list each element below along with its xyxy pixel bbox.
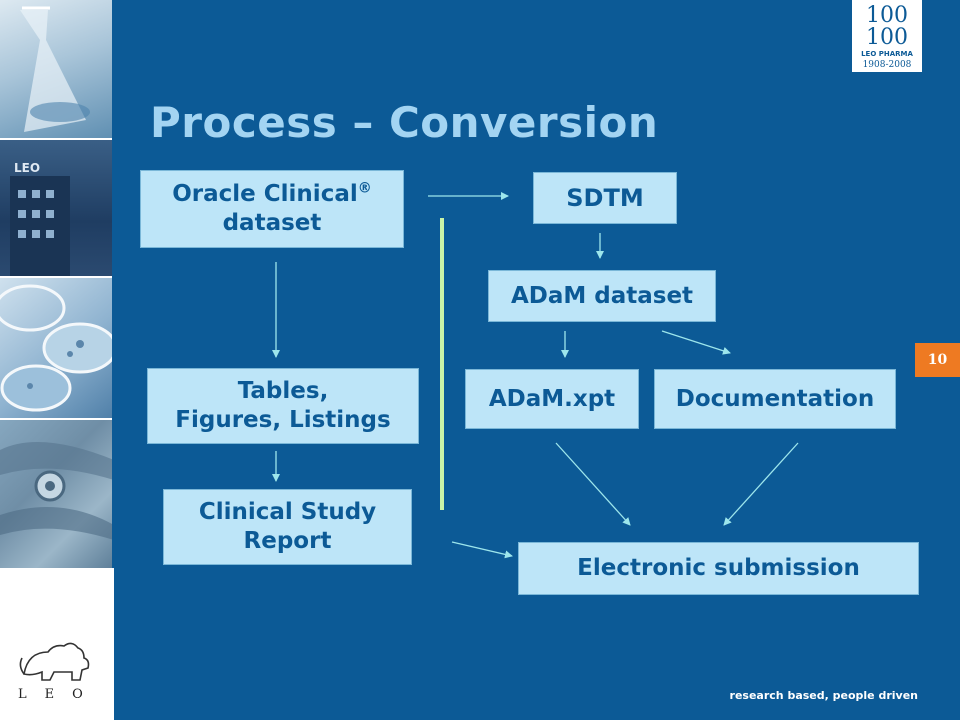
adam-xpt-label: ADaM.xpt bbox=[488, 385, 616, 412]
adam-dataset-label: ADaM dataset bbox=[510, 282, 694, 309]
strip-divider bbox=[112, 0, 114, 568]
oracle-clinical-dataset-box: Oracle Clinical® dataset bbox=[140, 170, 404, 248]
documentation-label: Documentation bbox=[675, 385, 875, 412]
documentation-box: Documentation bbox=[654, 369, 896, 429]
clinical-study-report-box: Clinical Study Report bbox=[163, 489, 412, 565]
anniversary-company: LEO PHARMA bbox=[861, 50, 913, 58]
anniversary-bottom-number: 100 bbox=[866, 25, 908, 50]
left-image-strip: LEO LEO bbox=[0, 0, 114, 720]
arrow-csr-to-esub bbox=[451, 541, 513, 559]
building-photo: LEO bbox=[0, 140, 114, 276]
registered-mark: ® bbox=[357, 180, 372, 197]
adam-xpt-box: ADaM.xpt bbox=[465, 369, 639, 429]
csr-line2: Report bbox=[243, 528, 332, 554]
leo-logo-text: LEO bbox=[18, 687, 98, 702]
svg-text:LEO: LEO bbox=[14, 161, 40, 175]
footer-tagline: research based, people driven bbox=[729, 689, 918, 702]
cell-micrograph-photo bbox=[0, 420, 114, 568]
electronic-submission-label: Electronic submission bbox=[577, 555, 860, 582]
electronic-submission-box: Electronic submission bbox=[518, 542, 919, 595]
flask-photo bbox=[0, 0, 114, 138]
tfl-line1: Tables, bbox=[237, 378, 329, 405]
arrow-xpt-to-esub bbox=[555, 442, 631, 526]
arrow-documentation-to-esub bbox=[723, 442, 799, 526]
sdtm-label: SDTM bbox=[566, 184, 644, 212]
arrow-adam-dataset-to-documentation bbox=[661, 330, 731, 355]
oracle-clinical-line2: dataset bbox=[222, 210, 322, 236]
sdtm-box: SDTM bbox=[533, 172, 677, 224]
slide-title: Process – Conversion bbox=[150, 98, 659, 147]
petri-dish-photo bbox=[0, 278, 114, 418]
anniversary-years: 1908-2008 bbox=[863, 60, 912, 70]
tfl-line2: Figures, Listings bbox=[175, 407, 391, 433]
anniversary-top-number: 100 bbox=[866, 3, 908, 28]
lion-icon: LEO bbox=[18, 642, 98, 702]
oracle-clinical-line1: Oracle Clinical® bbox=[172, 180, 371, 209]
tables-figures-listings-box: Tables, Figures, Listings bbox=[147, 368, 419, 444]
csr-line1: Clinical Study bbox=[198, 499, 377, 526]
adam-dataset-box: ADaM dataset bbox=[488, 270, 716, 322]
oracle-clinical-label: Oracle Clinical bbox=[172, 181, 358, 208]
page-number: 10 bbox=[915, 343, 960, 377]
anniversary-logo: 100 100 LEO PHARMA 1908-2008 bbox=[852, 0, 922, 72]
